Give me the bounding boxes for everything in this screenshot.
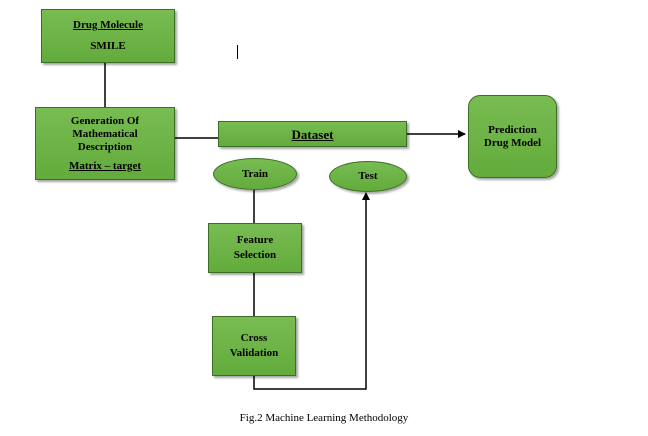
prediction-box: Prediction Drug Model	[468, 95, 557, 178]
feature-selection-line-2: Selection	[233, 249, 277, 261]
dataset-label: Dataset	[291, 126, 334, 142]
drug-molecule-box: Drug Molecule SMILE	[41, 9, 175, 63]
prediction-line-2: Drug Model	[483, 136, 542, 149]
generation-box: Generation Of Mathematical Description M…	[35, 107, 175, 180]
generation-line-2: Mathematical	[72, 127, 138, 140]
cross-validation-line-2: Validation	[229, 347, 279, 359]
figure-caption: Fig.2 Machine Learning Methodology	[239, 412, 409, 424]
text-cursor	[237, 45, 238, 59]
train-label: Train	[241, 167, 269, 180]
dataset-box: Dataset	[218, 121, 407, 147]
cross-validation-line-1: Cross	[240, 332, 268, 344]
generation-target: Matrix – target	[68, 159, 142, 172]
generation-line-1: Generation Of	[70, 114, 140, 127]
train-ellipse: Train	[213, 158, 297, 190]
generation-line-3: Description	[77, 140, 133, 153]
cross-validation-box: Cross Validation	[212, 316, 296, 376]
drug-molecule-subtitle: SMILE	[90, 40, 126, 52]
prediction-line-1: Prediction	[488, 123, 537, 136]
test-ellipse: Test	[329, 161, 407, 192]
connector-cross-to-test-arrow	[253, 192, 370, 390]
drug-molecule-title: Drug Molecule	[73, 19, 143, 31]
test-label: Test	[358, 170, 378, 182]
feature-selection-line-1: Feature	[236, 234, 274, 246]
feature-selection-box: Feature Selection	[208, 223, 302, 273]
